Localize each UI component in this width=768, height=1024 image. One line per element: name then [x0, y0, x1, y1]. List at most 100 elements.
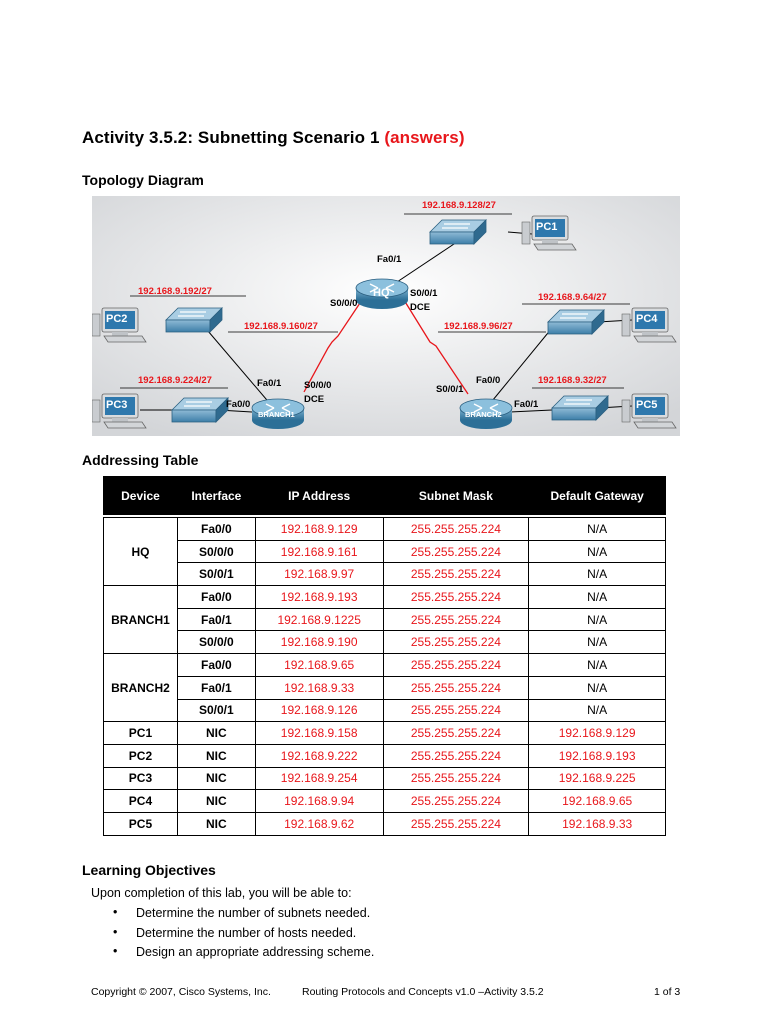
- b1-fa00-label: Fa0/0: [226, 399, 250, 410]
- table-row: S0/0/0 192.168.9.161 255.255.255.224 N/A: [104, 539, 666, 564]
- topology-diagram: PC1 PC2 PC3 PC4 PC5 HQ BRANCH1 BRANCH2 1…: [92, 196, 680, 436]
- title-answers: (answers): [384, 128, 465, 147]
- switch-s1-icon: [429, 219, 487, 245]
- switch-s2-icon: [165, 307, 223, 333]
- mask-cell: 255.255.255.224: [382, 766, 530, 791]
- col-header-mask: Subnet Mask: [382, 476, 530, 515]
- list-item: •Determine the number of subnets needed.: [91, 905, 374, 926]
- interface-cell: NIC: [176, 743, 256, 768]
- serial-link-hq-branch2: [403, 299, 469, 395]
- interface-cell: S0/0/0: [176, 630, 256, 655]
- bullet: •: [113, 924, 118, 939]
- interface-cell: NIC: [176, 811, 256, 836]
- interface-cell: NIC: [176, 766, 256, 791]
- device-cell: BRANCH1: [103, 585, 178, 655]
- ip-cell: 192.168.9.193: [254, 585, 384, 609]
- ip-cell: 192.168.9.161: [254, 539, 384, 564]
- table-header-row: Device Interface IP Address Subnet Mask …: [103, 476, 666, 515]
- interface-cell: Fa0/1: [176, 675, 256, 700]
- net-hq-branch1: 192.168.9.160/27: [244, 321, 318, 332]
- branch1-label: BRANCH1: [258, 410, 295, 419]
- table-row: S0/0/1 192.168.9.126 255.255.255.224 N/A: [104, 698, 666, 723]
- hq-label: HQ: [373, 287, 390, 299]
- device-cell: PC2: [103, 743, 178, 768]
- table-row: PC5 NIC 192.168.9.62 255.255.255.224 192…: [103, 811, 666, 836]
- mask-cell: 255.255.255.224: [382, 789, 530, 813]
- serial-link-hq-branch1: [303, 299, 363, 393]
- mask-cell: 255.255.255.224: [382, 607, 530, 632]
- topology-heading: Topology Diagram: [82, 172, 204, 188]
- b2-fa00-label: Fa0/0: [476, 375, 500, 386]
- b2-s001-label: S0/0/1: [436, 384, 464, 395]
- branch2-label: BRANCH2: [465, 410, 502, 419]
- interface-cell: Fa0/0: [176, 517, 256, 541]
- link-s2-b1: [201, 323, 273, 407]
- interface-cell: NIC: [176, 721, 256, 745]
- ip-cell: 192.168.9.254: [254, 766, 384, 791]
- gateway-cell: 192.168.9.33: [528, 811, 666, 836]
- objectives-list: •Determine the number of subnets needed.…: [91, 905, 374, 965]
- table-row: PC1 NIC 192.168.9.158 255.255.255.224 19…: [103, 721, 666, 745]
- ip-cell: 192.168.9.62: [254, 811, 384, 836]
- net-pc2-lan: 192.168.9.192/27: [138, 286, 212, 297]
- interface-cell: S0/0/1: [176, 562, 256, 587]
- hq-s000-label: S0/0/0: [330, 298, 357, 309]
- gateway-cell: N/A: [528, 675, 666, 700]
- footer-copyright: Copyright © 2007, Cisco Systems, Inc.: [91, 986, 271, 998]
- table-row: Fa0/1 192.168.9.1225 255.255.255.224 N/A: [104, 607, 666, 632]
- gateway-cell: N/A: [528, 517, 666, 541]
- pc5-label: PC5: [636, 399, 657, 411]
- table-row: S0/0/0 192.168.9.190 255.255.255.224 N/A: [104, 630, 666, 655]
- list-item: • Determine the number of hosts needed.: [91, 924, 374, 946]
- table-row: HQ Fa0/0 192.168.9.129 255.255.255.224 N…: [103, 516, 666, 587]
- mask-cell: 255.255.255.224: [382, 653, 530, 677]
- bullet: •: [113, 905, 118, 919]
- gateway-cell: N/A: [528, 562, 666, 587]
- ip-cell: 192.168.9.126: [254, 698, 384, 723]
- objective-text: Determine the number of hosts needed.: [136, 925, 357, 940]
- pc4-label: PC4: [636, 313, 658, 325]
- mask-cell: 255.255.255.224: [382, 562, 530, 587]
- list-item: •Design an appropriate addressing scheme…: [91, 944, 374, 965]
- col-header-interface: Interface: [176, 476, 256, 515]
- ip-cell: 192.168.9.94: [254, 789, 384, 813]
- col-header-gateway: Default Gateway: [528, 476, 666, 515]
- gateway-cell: N/A: [528, 585, 666, 609]
- gateway-cell: 192.168.9.193: [528, 743, 666, 768]
- pc2-label: PC2: [106, 313, 127, 325]
- net-hq-branch2: 192.168.9.96/27: [444, 321, 513, 332]
- gateway-cell: 192.168.9.129: [528, 721, 666, 745]
- footer-page-number: 1 of 3: [654, 986, 681, 998]
- device-cell: HQ: [103, 516, 178, 587]
- col-header-ip: IP Address: [254, 476, 384, 515]
- ip-cell: 192.168.9.158: [254, 721, 384, 745]
- gateway-cell: N/A: [528, 607, 666, 632]
- interface-cell: Fa0/0: [176, 585, 256, 609]
- ip-cell: 192.168.9.190: [254, 630, 384, 655]
- objectives-heading: Learning Objectives: [82, 862, 216, 878]
- link-b2-s4: [487, 327, 553, 407]
- b2-fa01-label: Fa0/1: [514, 399, 539, 410]
- mask-cell: 255.255.255.224: [382, 630, 530, 655]
- mask-cell: 255.255.255.224: [382, 811, 530, 836]
- device-cell: PC1: [103, 721, 178, 745]
- table-row: S0/0/1 192.168.9.97 255.255.255.224 N/A: [104, 562, 666, 587]
- b1-dce-label: DCE: [304, 394, 324, 405]
- mask-cell: 255.255.255.224: [382, 721, 530, 745]
- interface-cell: Fa0/0: [176, 653, 256, 677]
- table-row: BRANCH1 Fa0/0 192.168.9.193 255.255.255.…: [103, 585, 666, 655]
- interface-cell: S0/0/1: [176, 698, 256, 723]
- switch-s5-icon: [551, 395, 609, 421]
- page-title: Activity 3.5.2: Subnetting Scenario 1 (a…: [82, 128, 465, 148]
- table-row: PC2 NIC 192.168.9.222 255.255.255.224 19…: [103, 743, 666, 768]
- mask-cell: 255.255.255.224: [382, 585, 530, 609]
- gateway-cell: 192.168.9.225: [528, 766, 666, 791]
- link-b2-s5: [509, 409, 553, 413]
- hq-s001-label: S0/0/1: [410, 288, 438, 299]
- ip-cell: 192.168.9.97: [254, 562, 384, 587]
- table-row: PC3 NIC 192.168.9.254 255.255.255.224 19…: [103, 766, 666, 791]
- device-cell: PC5: [103, 811, 178, 836]
- gateway-cell: N/A: [528, 653, 666, 677]
- device-cell: PC4: [103, 789, 178, 813]
- mask-cell: 255.255.255.224: [382, 539, 530, 564]
